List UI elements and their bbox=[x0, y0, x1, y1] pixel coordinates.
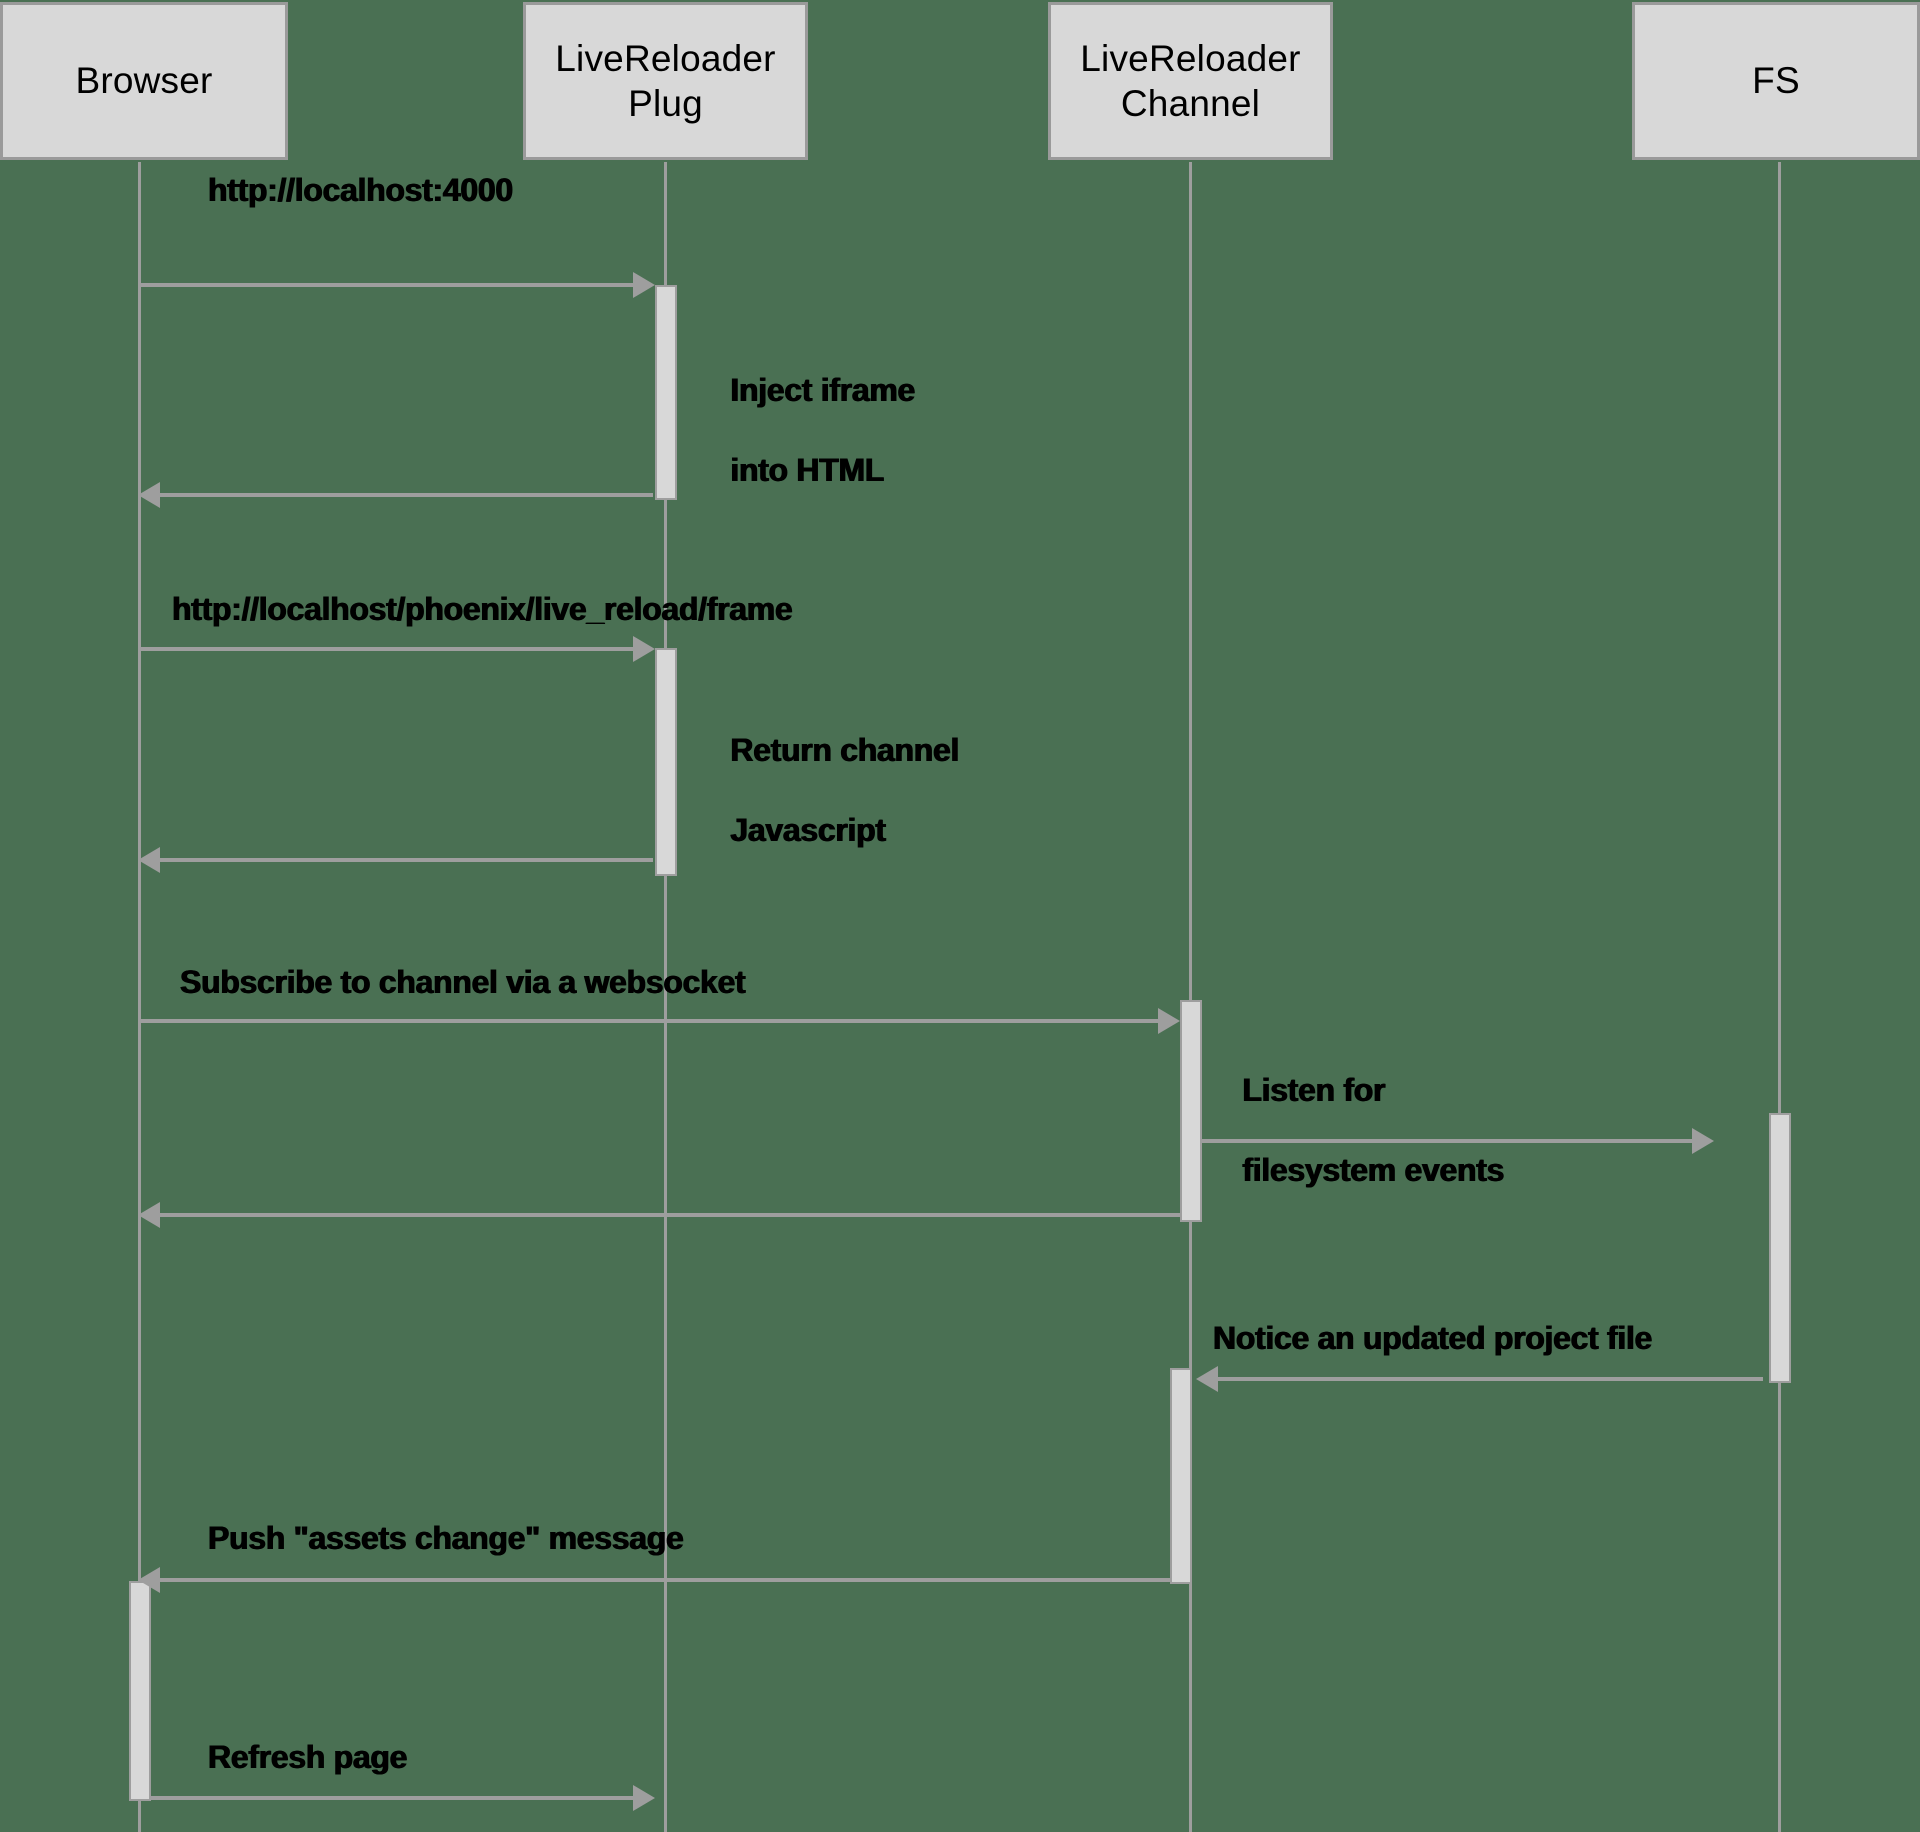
lifeline-fs bbox=[1778, 162, 1781, 1832]
participant-label-channel-line2: Channel bbox=[1120, 83, 1261, 124]
activation-plug-1 bbox=[655, 285, 677, 500]
participant-box-livereloader-plug[interactable]: LiveReloader Plug bbox=[523, 2, 808, 160]
activation-channel-2 bbox=[1170, 1368, 1192, 1584]
note-line-inject-2: into HTML bbox=[730, 452, 885, 488]
message-line-1 bbox=[139, 283, 639, 287]
note-line-listen-2: filesystem events bbox=[1242, 1152, 1505, 1188]
message-label-http-localhost-4000: http://localhost:4000 bbox=[208, 172, 513, 208]
participant-label-channel-line1: LiveReloader bbox=[1080, 37, 1301, 79]
message-label-subscribe-websocket: Subscribe to channel via a websocket bbox=[180, 964, 746, 1000]
arrow-head-right-8 bbox=[1692, 1128, 1714, 1154]
arrow-head-right-12 bbox=[633, 1785, 655, 1811]
message-line-7 bbox=[139, 1019, 1164, 1023]
message-label-return-channel-javascript: Return channel Javascript bbox=[696, 690, 959, 890]
arrow-head-left-11 bbox=[138, 1567, 160, 1593]
message-line-12 bbox=[151, 1796, 639, 1800]
activation-plug-2 bbox=[655, 648, 677, 876]
message-label-listen-filesystem-events: Listen for filesystem events bbox=[1208, 1030, 1504, 1230]
arrow-head-left-3 bbox=[138, 482, 160, 508]
lifeline-plug bbox=[664, 162, 667, 1832]
note-line-return-1: Return channel bbox=[730, 732, 960, 768]
participant-label-plug-line1: LiveReloader bbox=[555, 37, 776, 79]
message-label-notice-updated-project-file: Notice an updated project file bbox=[1213, 1320, 1653, 1356]
note-line-listen-1: Listen for bbox=[1242, 1072, 1386, 1108]
arrow-head-left-10 bbox=[1196, 1366, 1218, 1392]
arrow-head-left-9 bbox=[138, 1202, 160, 1228]
message-line-4 bbox=[139, 647, 635, 651]
arrow-head-right-4 bbox=[633, 636, 655, 662]
message-label-push-assets-change: Push "assets change" message bbox=[208, 1520, 684, 1556]
participant-box-browser[interactable]: Browser bbox=[0, 2, 288, 160]
note-line-return-2: Javascript bbox=[730, 812, 886, 848]
message-line-3 bbox=[160, 493, 653, 497]
activation-fs-1 bbox=[1769, 1113, 1791, 1383]
participant-label-fs: FS bbox=[1752, 60, 1800, 102]
message-label-inject-iframe: Inject iframe into HTML bbox=[696, 330, 915, 530]
participant-label-browser: Browser bbox=[75, 60, 213, 102]
message-label-refresh-page: Refresh page bbox=[208, 1739, 408, 1775]
message-line-8 bbox=[1202, 1139, 1694, 1143]
message-label-live-reload-frame: http://localhost/phoenix/live_reload/fra… bbox=[172, 591, 793, 627]
arrow-head-right-1 bbox=[633, 272, 655, 298]
arrow-head-right-7 bbox=[1158, 1008, 1180, 1034]
message-line-10 bbox=[1218, 1377, 1763, 1381]
message-line-9 bbox=[160, 1213, 1180, 1217]
participant-label-plug-line2: Plug bbox=[628, 83, 703, 124]
lifeline-channel bbox=[1189, 162, 1192, 1832]
message-line-11 bbox=[160, 1578, 1170, 1582]
note-line-inject-1: Inject iframe bbox=[730, 372, 915, 408]
lifeline-browser bbox=[138, 162, 141, 1832]
message-line-6 bbox=[160, 858, 653, 862]
activation-channel-1 bbox=[1180, 1000, 1202, 1222]
participant-box-fs[interactable]: FS bbox=[1632, 2, 1920, 160]
arrow-head-left-6 bbox=[138, 847, 160, 873]
participant-box-livereloader-channel[interactable]: LiveReloader Channel bbox=[1048, 2, 1333, 160]
activation-browser-1 bbox=[129, 1581, 151, 1801]
